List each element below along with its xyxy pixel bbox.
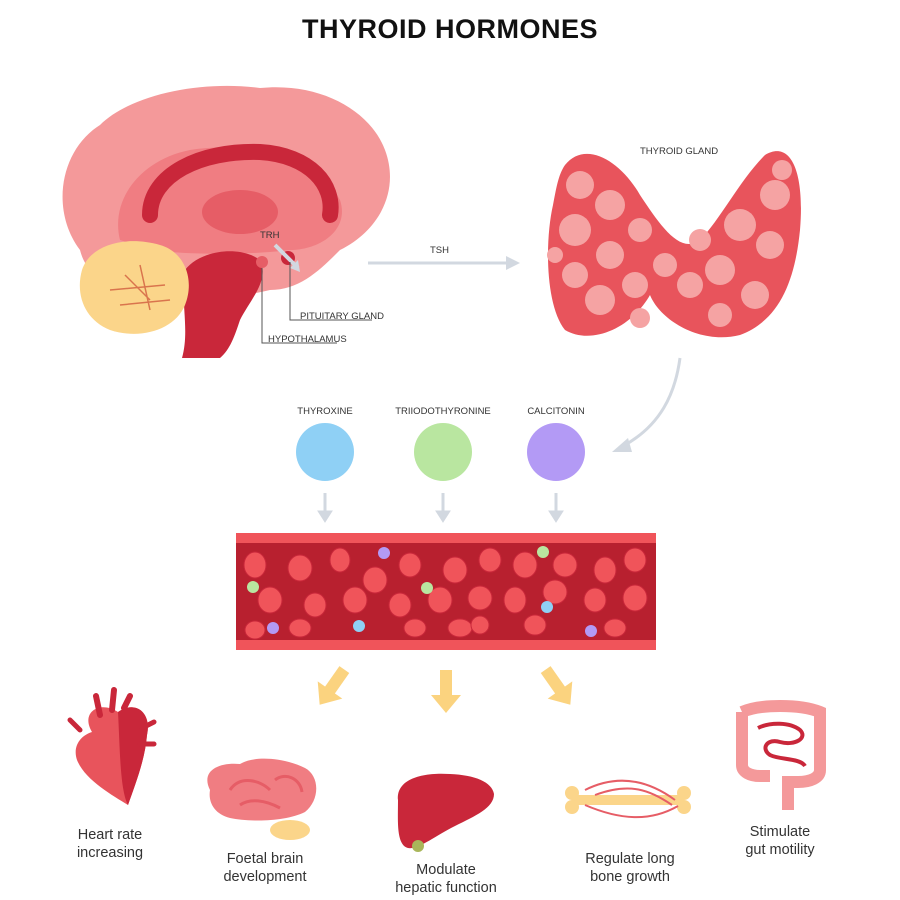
effect-brain-line1: Foetal brain — [226, 851, 304, 867]
hypothalamus-label: HYPOTHALAMUS — [268, 334, 347, 345]
effect-heart-line1: Heart rate — [77, 827, 143, 843]
triiodothyronine-label: TRIIODOTHYRONINE — [395, 406, 491, 417]
hormone-down-arrows — [317, 493, 564, 523]
effect-heart: Heart rate increasing — [55, 826, 165, 862]
effect-liver-line2: hepatic function — [395, 880, 497, 896]
bone-icon — [565, 779, 691, 819]
effect-heart-line2: increasing — [76, 845, 144, 861]
effect-arrows — [317, 666, 573, 713]
page-title: THYROID HORMONES — [301, 14, 598, 44]
calcitonin-label: CALCITONIN — [527, 406, 585, 417]
calcitonin-circle — [527, 423, 585, 481]
effect-liver: Modulate hepatic function — [383, 861, 509, 897]
effect-brain: Foetal brain development — [205, 850, 325, 886]
thyroxine-label: THYROXINE — [297, 406, 353, 417]
blood-vessel — [236, 533, 656, 650]
effect-brain-line2: development — [223, 869, 307, 885]
tsh-label: TSH — [430, 245, 449, 256]
pituitary-label: PITUITARY GLAND — [300, 311, 384, 322]
effect-gut: Stimulate gut motility — [725, 823, 835, 859]
effect-bone-line1: Regulate long — [585, 851, 675, 867]
liver-icon — [397, 773, 494, 852]
heart-icon — [67, 687, 157, 805]
effect-liver-line1: Modulate — [416, 862, 476, 878]
effect-gut-line2: gut motility — [745, 842, 815, 858]
thyroid-illustration — [547, 151, 801, 338]
effect-bone: Regulate long bone growth — [570, 850, 690, 886]
thyroid-label: THYROID GLAND — [640, 146, 719, 157]
effect-bone-line2: bone growth — [590, 869, 670, 885]
triiodothyronine-circle — [414, 423, 472, 481]
curved-arrow — [612, 357, 682, 452]
brain-illustration — [62, 85, 390, 358]
brain-icon — [207, 758, 317, 840]
tsh-arrow — [368, 256, 520, 270]
trh-label: TRH — [260, 230, 280, 241]
thyroxine-circle — [296, 423, 354, 481]
intestine-icon — [736, 700, 826, 810]
effect-gut-line1: Stimulate — [749, 824, 811, 840]
